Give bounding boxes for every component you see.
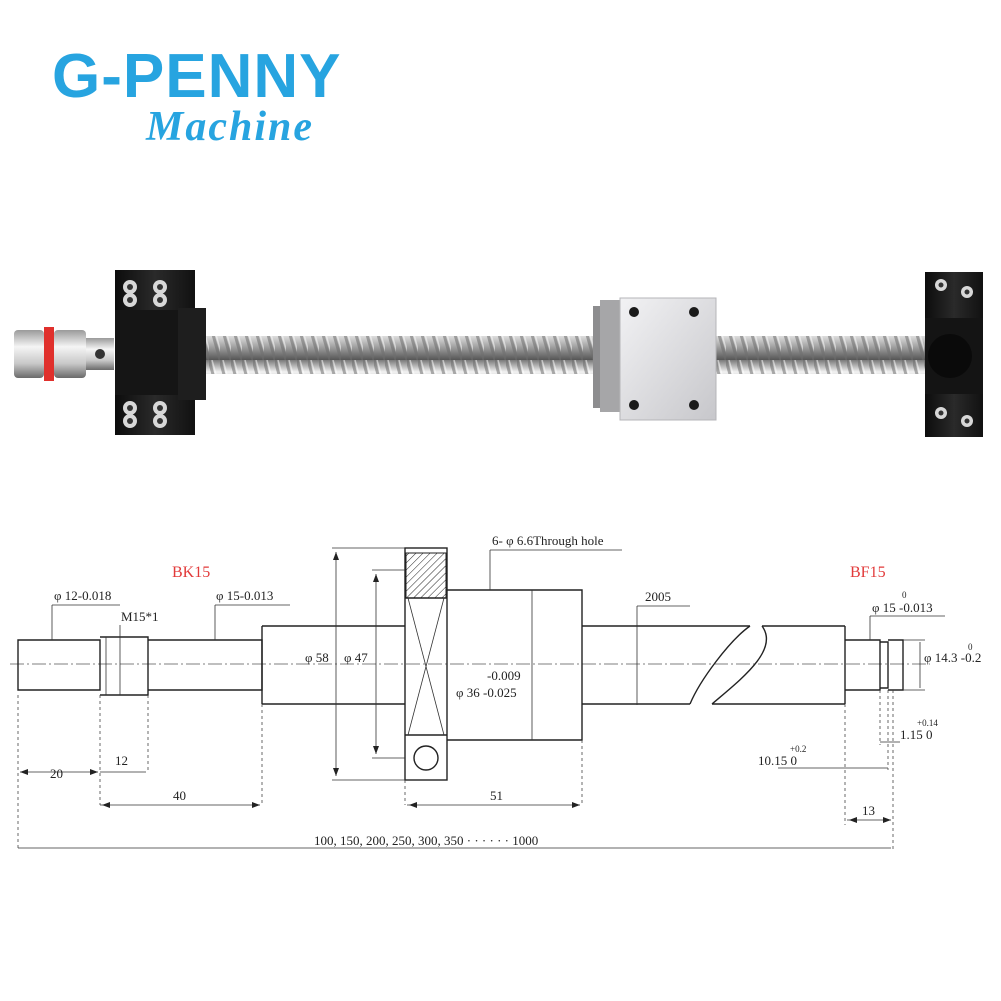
bf15-support-block <box>925 272 983 437</box>
dim-phi15-right-sup: 0 <box>902 590 907 600</box>
dim-phi14-3-sup: 0 <box>968 642 973 652</box>
dim-phi15-right: φ 15 -0.013 <box>872 600 933 615</box>
dim-12: 12 <box>115 753 128 768</box>
dim-phi58: φ 58 <box>305 650 329 665</box>
bk15-label: BK15 <box>172 564 210 581</box>
dim-phi12: φ 12-0.018 <box>54 588 111 603</box>
brand-tagline: Machine <box>146 104 315 150</box>
dim-40: 40 <box>173 788 186 803</box>
coupling <box>14 327 114 381</box>
dim-phi14-3: φ 14.3 -0.2 <box>924 650 981 665</box>
dim-phi47: φ 47 <box>344 650 368 665</box>
dim-1-15-sup: +0.14 <box>917 718 938 728</box>
dim-10-15: 10.15 0 <box>758 753 797 768</box>
brand-logo-text: G-PENNY <box>52 42 342 111</box>
dim-51: 51 <box>490 788 503 803</box>
technical-drawing <box>10 547 945 850</box>
dim-tolerance-top: -0.009 <box>487 668 521 683</box>
dim-20: 20 <box>50 766 63 781</box>
dim-13: 13 <box>862 803 875 818</box>
dim-phi15-left: φ 15-0.013 <box>216 588 273 603</box>
ball-screw-rod <box>196 336 944 374</box>
dim-length-options: 100, 150, 200, 250, 300, 350 · · · · · ·… <box>314 833 538 848</box>
ball-nut-housing <box>593 297 717 421</box>
dim-model-2005: 2005 <box>645 589 671 604</box>
dim-1-15: 1.15 0 <box>900 727 933 742</box>
dim-phi36: φ 36 -0.025 <box>456 685 517 700</box>
dim-10-15-sup: +0.2 <box>790 744 806 754</box>
dim-m15: M15*1 <box>121 609 159 624</box>
dim-through-holes: 6- φ 6.6Through hole <box>492 533 604 548</box>
bk15-support-block <box>115 270 206 435</box>
bf15-label: BF15 <box>850 564 886 581</box>
